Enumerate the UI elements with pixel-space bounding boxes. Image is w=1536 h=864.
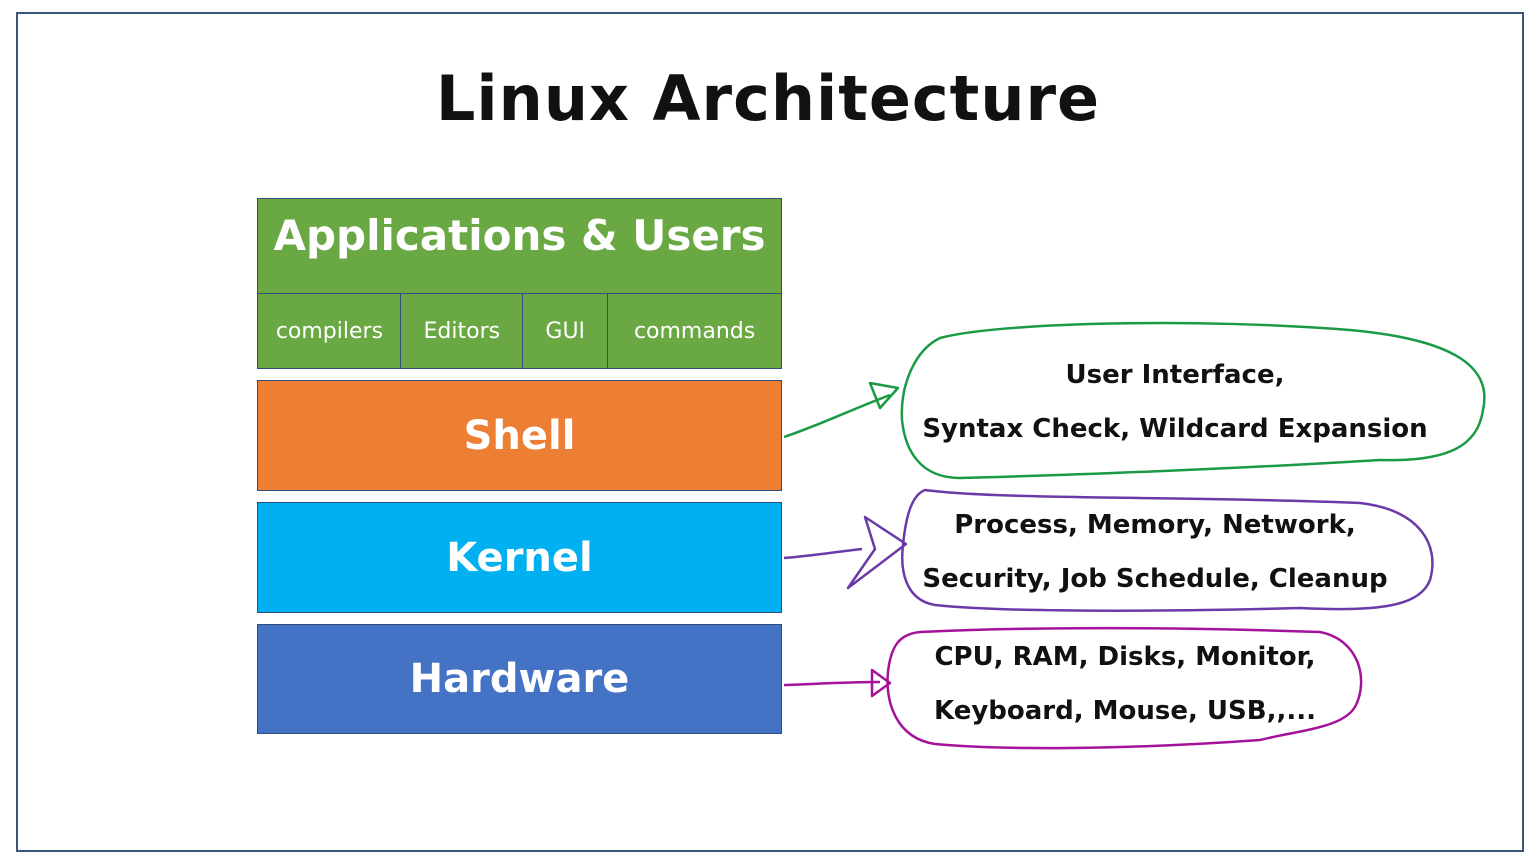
shell-note: User Interface, Syntax Check, Wildcard E… <box>905 348 1445 456</box>
applications-users-layer: Applications & Users <box>257 198 782 294</box>
hardware-note-line1: CPU, RAM, Disks, Monitor, <box>934 642 1316 672</box>
kernel-label: Kernel <box>446 534 593 581</box>
slide-frame <box>16 12 1524 852</box>
hardware-arrow-head <box>870 668 892 698</box>
applications-items-row: compilers Editors GUI commands <box>257 293 782 369</box>
shell-label: Shell <box>463 412 576 459</box>
applications-item-commands: commands <box>607 293 782 369</box>
kernel-arrow <box>783 547 863 560</box>
shell-arrow <box>783 393 891 439</box>
diagram-title: Linux Architecture <box>435 62 1101 135</box>
kernel-note: Process, Memory, Network, Security, Job … <box>905 498 1405 606</box>
kernel-note-bubble <box>901 488 1434 612</box>
kernel-layer: Kernel <box>257 502 782 613</box>
shell-note-bubble <box>900 321 1486 480</box>
hardware-arrow <box>783 680 881 687</box>
hardware-note: CPU, RAM, Disks, Monitor, Keyboard, Mous… <box>895 630 1355 738</box>
applications-item-compilers: compilers <box>257 293 402 369</box>
kernel-note-line1: Process, Memory, Network, <box>954 510 1356 540</box>
shell-layer: Shell <box>257 380 782 491</box>
hardware-note-bubble <box>886 626 1363 750</box>
hardware-note-line2: Keyboard, Mouse, USB,,... <box>934 696 1316 726</box>
hardware-layer: Hardware <box>257 624 782 734</box>
applications-users-label: Applications & Users <box>273 211 766 260</box>
shell-arrow-head <box>868 381 900 410</box>
kernel-arrow-head <box>846 515 908 590</box>
shell-note-line2: Syntax Check, Wildcard Expansion <box>922 414 1428 444</box>
applications-item-gui: GUI <box>521 293 609 369</box>
hardware-label: Hardware <box>409 656 630 702</box>
applications-item-editors: Editors <box>400 293 524 369</box>
shell-note-line1: User Interface, <box>1065 360 1285 390</box>
kernel-note-line2: Security, Job Schedule, Cleanup <box>922 564 1388 594</box>
